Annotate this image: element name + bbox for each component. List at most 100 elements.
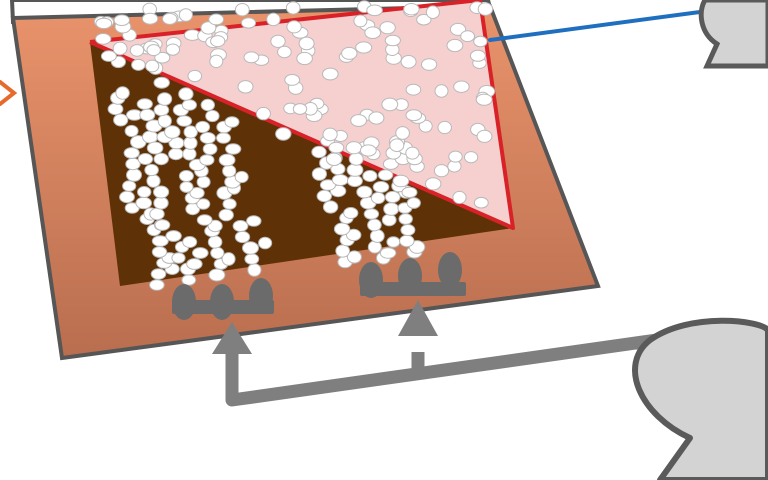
bubble [386, 236, 401, 248]
bubble [322, 200, 339, 214]
air-supply-piping [225, 323, 729, 407]
bubble [179, 181, 194, 193]
bubble [171, 252, 186, 264]
bubble [209, 54, 224, 68]
bubble [398, 213, 413, 225]
bubble [331, 174, 349, 186]
bubble [242, 241, 259, 255]
bubble [362, 170, 378, 182]
bubble [296, 51, 313, 66]
arrow-right-icon [0, 80, 18, 106]
bubble [122, 180, 137, 192]
bubble [157, 114, 172, 128]
bubble [473, 196, 489, 209]
bubble [146, 44, 161, 57]
bubble [383, 202, 400, 216]
bubble [355, 41, 373, 54]
bubble [325, 152, 343, 167]
bubble [345, 141, 363, 155]
bubble [475, 93, 493, 106]
bubble [135, 196, 152, 210]
diffuser-head [249, 278, 273, 314]
diffuser-head [359, 262, 383, 298]
bubble [187, 69, 203, 83]
arrow-up-icon [212, 322, 252, 354]
bubble [181, 99, 197, 111]
bubble [151, 246, 168, 258]
bubble [234, 3, 250, 17]
bubble [401, 186, 418, 199]
bubble [178, 87, 194, 101]
bubble [343, 207, 359, 219]
bubble [369, 229, 385, 243]
bubble [186, 258, 203, 270]
bubble [146, 141, 164, 155]
bubble [240, 17, 257, 29]
bubble [124, 124, 139, 138]
diffuser-head [398, 258, 422, 294]
bubble [146, 174, 161, 188]
bubble [246, 215, 262, 227]
bubble [367, 240, 382, 254]
bubble [460, 30, 476, 43]
bubble [333, 222, 351, 236]
bubble [346, 228, 362, 242]
bubble [346, 250, 362, 264]
bubble [395, 126, 410, 140]
bubble [218, 208, 234, 222]
bubble [136, 98, 153, 110]
bubble [350, 114, 368, 127]
bubble [243, 51, 260, 64]
bubble [182, 236, 198, 248]
bubble [311, 145, 327, 159]
bubble [199, 132, 216, 144]
bubble [149, 207, 165, 221]
bubble [285, 1, 301, 15]
bubble [126, 168, 142, 182]
bubble [476, 129, 493, 143]
bubble [286, 20, 302, 34]
bubble [234, 170, 249, 184]
bubble [473, 35, 488, 48]
bubble [151, 235, 169, 247]
bubble [192, 247, 209, 259]
bubble [381, 213, 397, 227]
bubble [225, 143, 242, 155]
bubble [218, 153, 236, 167]
bubble [406, 197, 421, 209]
bubble [400, 224, 416, 236]
bubble [123, 147, 140, 159]
bubble [115, 86, 130, 100]
diffuser-head [210, 284, 234, 320]
bubble [178, 170, 194, 182]
bubble [208, 13, 225, 26]
diffuser-head [172, 284, 196, 320]
bubble [403, 3, 420, 16]
bubble [181, 274, 197, 286]
bubble [205, 109, 220, 123]
blower-icon [698, 0, 768, 69]
bubble [153, 76, 170, 89]
bubble [196, 214, 213, 226]
bubble [381, 97, 399, 112]
bubble [149, 279, 165, 291]
bubble [95, 17, 113, 30]
bubble [178, 8, 193, 22]
bubble [200, 21, 217, 35]
bubble [477, 2, 494, 16]
bubble [189, 187, 205, 199]
bubble [142, 130, 159, 144]
bubble [359, 144, 377, 157]
bubble [356, 185, 373, 199]
bubble [100, 50, 117, 62]
bubble [292, 103, 308, 115]
bubble [196, 175, 211, 189]
bubble [421, 58, 438, 71]
bubble [399, 234, 415, 248]
bubble [372, 181, 390, 193]
bubble [112, 41, 128, 56]
bubble [284, 74, 301, 86]
bubble [405, 109, 423, 122]
bubble [237, 80, 254, 94]
bubble [392, 174, 410, 188]
